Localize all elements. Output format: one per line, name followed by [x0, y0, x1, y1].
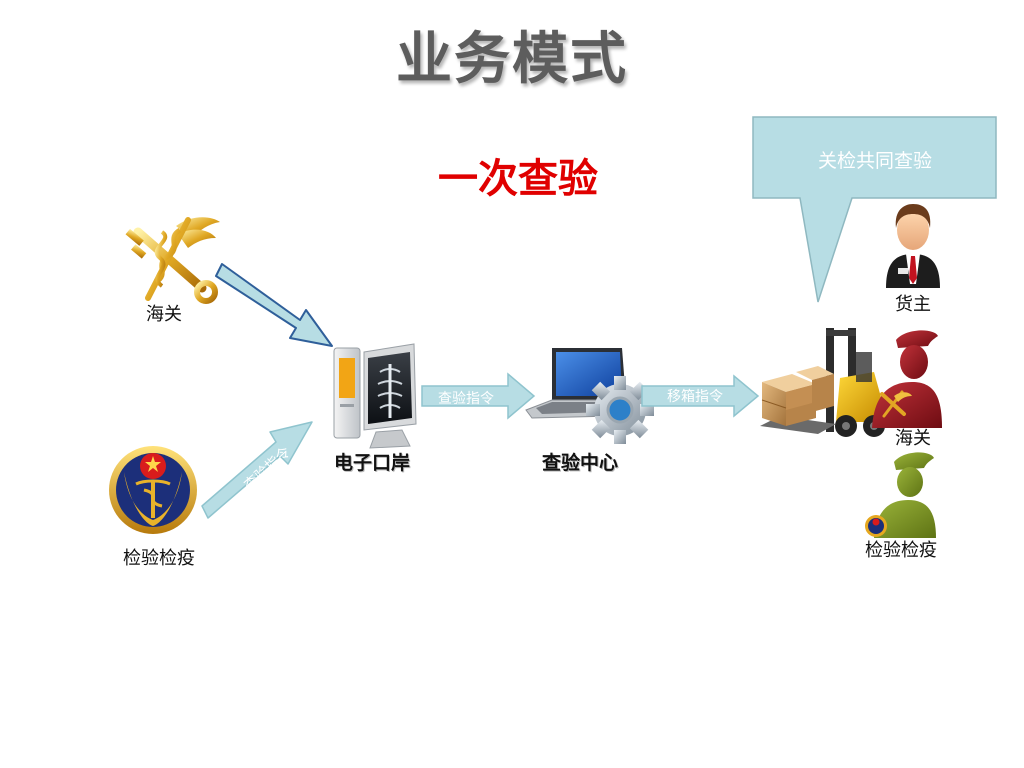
arrow-eport-to-center — [421, 372, 536, 420]
forklift-cargo-icon — [760, 328, 885, 437]
customs-officer-icon — [872, 330, 942, 428]
callout-text: 关检共同查验 — [817, 150, 932, 172]
ciq-emblem-icon — [109, 446, 197, 534]
customs-right-label: 海关 — [895, 428, 931, 449]
inspection-center-laptop-icon — [525, 348, 654, 444]
arrow-ciq-to-eport — [201, 421, 313, 519]
cargo-owner-avatar-icon — [886, 204, 940, 288]
ciq-left-label: 检验检疫 — [123, 548, 195, 569]
page-title: 业务模式 — [396, 26, 628, 92]
arrow-center-to-cargo — [641, 374, 760, 418]
e-port-label: 电子口岸 — [333, 452, 410, 474]
inspection-center-label: 查验中心 — [541, 452, 618, 474]
arrow-label-eport-to-center: 查验指令 — [438, 391, 494, 407]
owner-label: 货主 — [895, 294, 931, 315]
ciq-right-label: 检验检疫 — [865, 540, 937, 561]
arrow-label-center-to-cargo: 移箱指令 — [667, 389, 723, 405]
customs-emblem-icon — [125, 217, 220, 304]
ciq-officer-icon — [865, 452, 936, 538]
customs-left-label: 海关 — [146, 304, 182, 325]
speech-callout — [752, 116, 997, 303]
e-port-computer-icon — [333, 343, 417, 449]
arrow-customs-to-eport — [215, 263, 333, 347]
page-subtitle: 一次查验 — [438, 155, 598, 202]
